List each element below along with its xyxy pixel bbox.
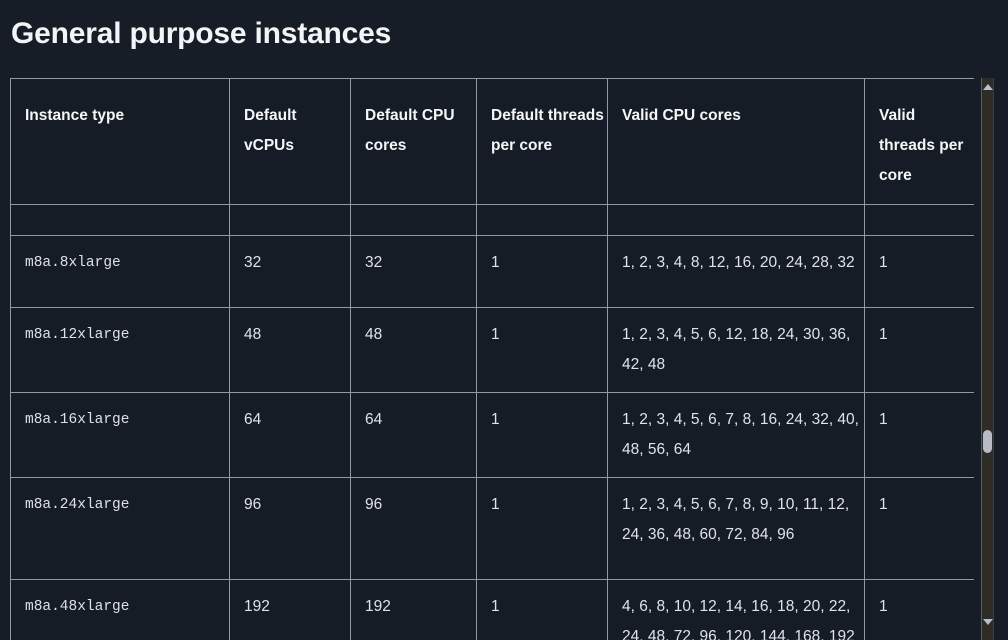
cell-valid-threads-per-core: 1 [864, 307, 974, 393]
cell-default-cpu-cores [350, 204, 477, 236]
table-row: m8a.24xlarge 96 96 1 1, 2, 3, 4, 5, 6, 7… [10, 477, 974, 580]
cell-default-threads-per-core: 1 [476, 477, 608, 580]
table-header: Instance type Default vCPUs Default CPU … [10, 78, 974, 205]
cell-default-threads-per-core: 1 [476, 579, 608, 640]
cell-default-threads-per-core: 1 [476, 307, 608, 393]
cell-valid-cpu-cores: 1, 2, 3, 4, 5, 6, 12, 18, 24, 30, 36, 42… [607, 307, 865, 393]
cell-instance-type: m8a.48xlarge [10, 579, 230, 640]
column-header-valid-cpu-cores: Valid CPU cores [607, 78, 865, 205]
cell-instance-type: m8a.16xlarge [10, 392, 230, 478]
cell-instance-type: m8a.24xlarge [10, 477, 230, 580]
cell-default-threads-per-core: 1 [476, 392, 608, 478]
cell-instance-type: m8a.8xlarge [10, 235, 230, 308]
scroll-up-arrow-icon[interactable] [982, 82, 993, 93]
column-header-instance-type: Instance type [10, 78, 230, 205]
cell-default-cpu-cores: 48 [350, 307, 477, 393]
cell-default-cpu-cores: 64 [350, 392, 477, 478]
column-header-valid-threads-per-core: Valid threads per core [864, 78, 974, 205]
cell-valid-threads-per-core: 1 [864, 235, 974, 308]
table-row: m8a.16xlarge 64 64 1 1, 2, 3, 4, 5, 6, 7… [10, 392, 974, 478]
general-purpose-instances-table: Instance type Default vCPUs Default CPU … [10, 78, 974, 640]
cell-valid-threads-per-core: 1 [864, 392, 974, 478]
column-header-default-cpu-cores: Default CPU cores [350, 78, 477, 205]
cell-default-vcpus: 192 [229, 579, 351, 640]
cell-default-threads-per-core [476, 204, 608, 236]
cell-instance-type [10, 204, 230, 236]
table-scroll-viewport[interactable]: Instance type Default vCPUs Default CPU … [10, 78, 974, 640]
cell-default-vcpus: 96 [229, 477, 351, 580]
cell-default-vcpus [229, 204, 351, 236]
table-header-row: Instance type Default vCPUs Default CPU … [10, 78, 974, 205]
cell-valid-threads-per-core: 1 [864, 579, 974, 640]
cell-default-vcpus: 64 [229, 392, 351, 478]
cell-default-vcpus: 48 [229, 307, 351, 393]
cell-valid-cpu-cores: 4, 6, 8, 10, 12, 14, 16, 18, 20, 22, 24,… [607, 579, 865, 640]
table-body: 16 m8a.8xlarge 32 32 1 1, 2, 3, 4, 8, 12… [10, 204, 974, 640]
cell-default-vcpus: 32 [229, 235, 351, 308]
column-header-default-threads-per-core: Default threads per core [476, 78, 608, 205]
cell-valid-threads-per-core [864, 204, 974, 236]
cell-valid-cpu-cores: 1, 2, 3, 4, 5, 6, 7, 8, 16, 24, 32, 40, … [607, 392, 865, 478]
vertical-scrollbar[interactable] [980, 78, 996, 640]
cell-valid-cpu-cores: 1, 2, 3, 4, 5, 6, 7, 8, 9, 10, 11, 12, 2… [607, 477, 865, 580]
table-row-partial-top: 16 [10, 204, 974, 236]
cell-instance-type: m8a.12xlarge [10, 307, 230, 393]
table-row: m8a.48xlarge 192 192 1 4, 6, 8, 10, 12, … [10, 579, 974, 640]
scrollbar-thumb[interactable] [983, 430, 992, 453]
cell-valid-threads-per-core: 1 [864, 477, 974, 580]
cell-valid-cpu-cores: 16 [607, 204, 865, 236]
table-row: m8a.12xlarge 48 48 1 1, 2, 3, 4, 5, 6, 1… [10, 307, 974, 393]
cell-default-cpu-cores: 96 [350, 477, 477, 580]
cell-default-cpu-cores: 192 [350, 579, 477, 640]
cell-valid-cpu-cores: 1, 2, 3, 4, 8, 12, 16, 20, 24, 28, 32 [607, 235, 865, 308]
column-header-default-vcpus: Default vCPUs [229, 78, 351, 205]
cell-default-cpu-cores: 32 [350, 235, 477, 308]
scroll-down-arrow-icon[interactable] [982, 617, 993, 628]
table-row: m8a.8xlarge 32 32 1 1, 2, 3, 4, 8, 12, 1… [10, 235, 974, 308]
scrollbar-track[interactable] [981, 78, 994, 640]
cell-default-threads-per-core: 1 [476, 235, 608, 308]
page-title: General purpose instances [11, 17, 392, 50]
